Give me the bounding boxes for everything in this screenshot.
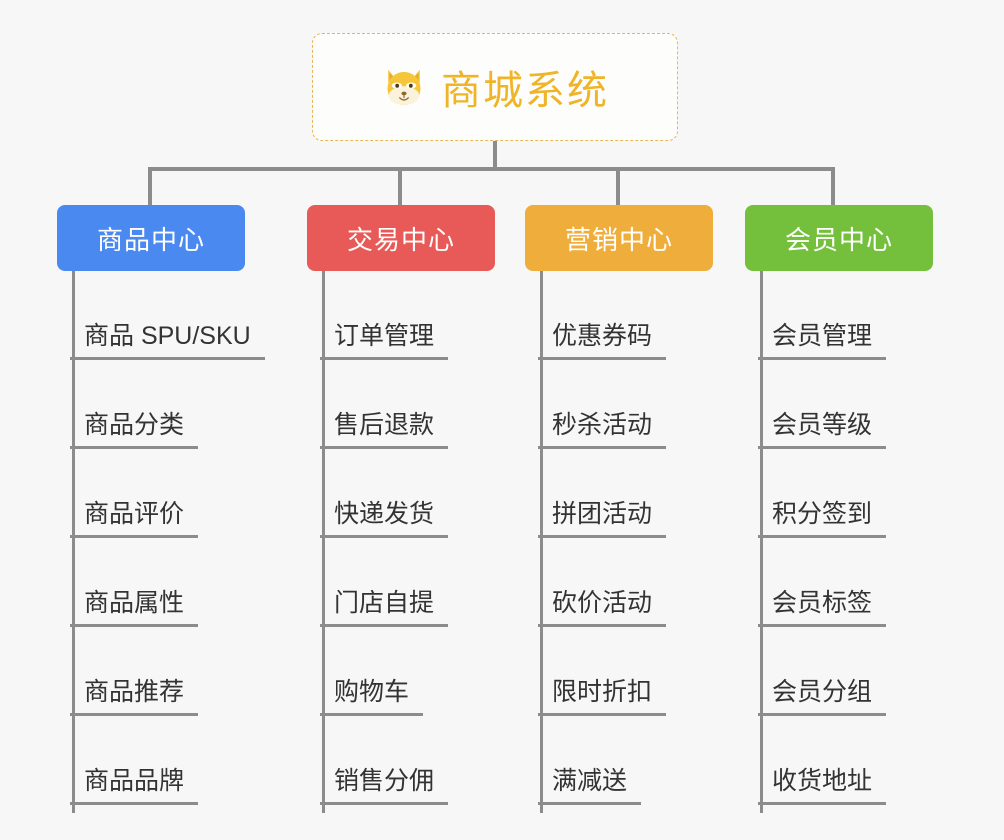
leaf-item[interactable]: 商品 SPU/SKU <box>57 271 265 360</box>
leaf-item-label: 满减送 <box>538 767 642 805</box>
leaf-item[interactable]: 快递发货 <box>307 449 495 538</box>
branch-items-product: 商品 SPU/SKU 商品分类 商品评价 商品属性 商品推荐 商品品牌 <box>57 271 265 805</box>
leaf-item[interactable]: 收货地址 <box>745 716 933 805</box>
leaf-item-label: 商品属性 <box>70 589 199 627</box>
connector-root-stem <box>493 141 497 170</box>
branch-header-label: 营销中心 <box>564 224 673 255</box>
leaf-item-label: 商品评价 <box>70 500 199 538</box>
leaf-item-label: 会员标签 <box>758 589 887 627</box>
leaf-item[interactable]: 会员标签 <box>745 538 933 627</box>
leaf-item-label: 订单管理 <box>320 322 449 360</box>
leaf-item[interactable]: 会员管理 <box>745 271 933 360</box>
branch-column-product: 商品中心 商品 SPU/SKU 商品分类 商品评价 商品属性 商品推荐 商品品牌 <box>57 205 265 813</box>
leaf-item-label: 商品推荐 <box>70 678 199 716</box>
leaf-item[interactable]: 售后退款 <box>307 360 495 449</box>
connector-drop-1 <box>148 167 152 205</box>
leaf-item-label: 优惠券码 <box>538 322 667 360</box>
root-node[interactable]: 商城系统 <box>312 33 678 141</box>
leaf-item-label: 会员等级 <box>758 411 887 449</box>
branch-spine <box>540 271 543 813</box>
leaf-item[interactable]: 商品推荐 <box>57 627 265 716</box>
leaf-item[interactable]: 会员分组 <box>745 627 933 716</box>
connector-horizontal-bus <box>148 167 835 171</box>
branch-header-label: 商品中心 <box>96 224 205 255</box>
connector-drop-3 <box>616 167 620 205</box>
branch-header-product[interactable]: 商品中心 <box>57 205 245 271</box>
leaf-item-label: 秒杀活动 <box>538 411 667 449</box>
leaf-item-label: 售后退款 <box>320 411 449 449</box>
leaf-item[interactable]: 秒杀活动 <box>525 360 713 449</box>
leaf-item[interactable]: 拼团活动 <box>525 449 713 538</box>
leaf-item[interactable]: 商品分类 <box>57 360 265 449</box>
branch-header-member[interactable]: 会员中心 <box>745 205 933 271</box>
leaf-item[interactable]: 砍价活动 <box>525 538 713 627</box>
branch-header-label: 会员中心 <box>784 224 893 255</box>
leaf-item[interactable]: 商品品牌 <box>57 716 265 805</box>
leaf-item[interactable]: 销售分佣 <box>307 716 495 805</box>
branch-header-label: 交易中心 <box>346 224 455 255</box>
branch-spine <box>322 271 325 813</box>
branch-items-marketing: 优惠券码 秒杀活动 拼团活动 砍价活动 限时折扣 满减送 <box>525 271 713 805</box>
leaf-item-label: 积分签到 <box>758 500 887 538</box>
leaf-item-label: 限时折扣 <box>538 678 667 716</box>
leaf-item[interactable]: 限时折扣 <box>525 627 713 716</box>
leaf-item-label: 门店自提 <box>320 589 449 627</box>
branch-header-marketing[interactable]: 营销中心 <box>525 205 713 271</box>
leaf-item-label: 快递发货 <box>320 500 449 538</box>
leaf-item-label: 商品分类 <box>70 411 199 449</box>
leaf-item-label: 购物车 <box>320 678 424 716</box>
leaf-item[interactable]: 商品属性 <box>57 538 265 627</box>
shiba-dog-face-icon <box>381 64 427 110</box>
branch-column-trade: 交易中心 订单管理 售后退款 快递发货 门店自提 购物车 销售分佣 <box>307 205 495 813</box>
branch-items-trade: 订单管理 售后退款 快递发货 门店自提 购物车 销售分佣 <box>307 271 495 805</box>
leaf-item-label: 商品品牌 <box>70 767 199 805</box>
leaf-item[interactable]: 商品评价 <box>57 449 265 538</box>
leaf-item-label: 销售分佣 <box>320 767 449 805</box>
connector-drop-2 <box>398 167 402 205</box>
leaf-item[interactable]: 订单管理 <box>307 271 495 360</box>
root-title: 商城系统 <box>441 69 609 113</box>
branch-column-marketing: 营销中心 优惠券码 秒杀活动 拼团活动 砍价活动 限时折扣 满减送 <box>525 205 713 813</box>
branch-spine <box>72 271 75 813</box>
leaf-item[interactable]: 会员等级 <box>745 360 933 449</box>
leaf-item-label: 拼团活动 <box>538 500 667 538</box>
leaf-item[interactable]: 购物车 <box>307 627 495 716</box>
connector-drop-4 <box>831 167 835 205</box>
branch-column-member: 会员中心 会员管理 会员等级 积分签到 会员标签 会员分组 收货地址 <box>745 205 933 813</box>
branch-header-trade[interactable]: 交易中心 <box>307 205 495 271</box>
leaf-item-label: 会员分组 <box>758 678 887 716</box>
branch-items-member: 会员管理 会员等级 积分签到 会员标签 会员分组 收货地址 <box>745 271 933 805</box>
leaf-item[interactable]: 优惠券码 <box>525 271 713 360</box>
leaf-item-label: 会员管理 <box>758 322 887 360</box>
leaf-item[interactable]: 门店自提 <box>307 538 495 627</box>
leaf-item-label: 砍价活动 <box>538 589 667 627</box>
leaf-item-label: 商品 SPU/SKU <box>70 322 265 360</box>
leaf-item[interactable]: 满减送 <box>525 716 713 805</box>
branch-spine <box>760 271 763 813</box>
leaf-item[interactable]: 积分签到 <box>745 449 933 538</box>
leaf-item-label: 收货地址 <box>758 767 887 805</box>
